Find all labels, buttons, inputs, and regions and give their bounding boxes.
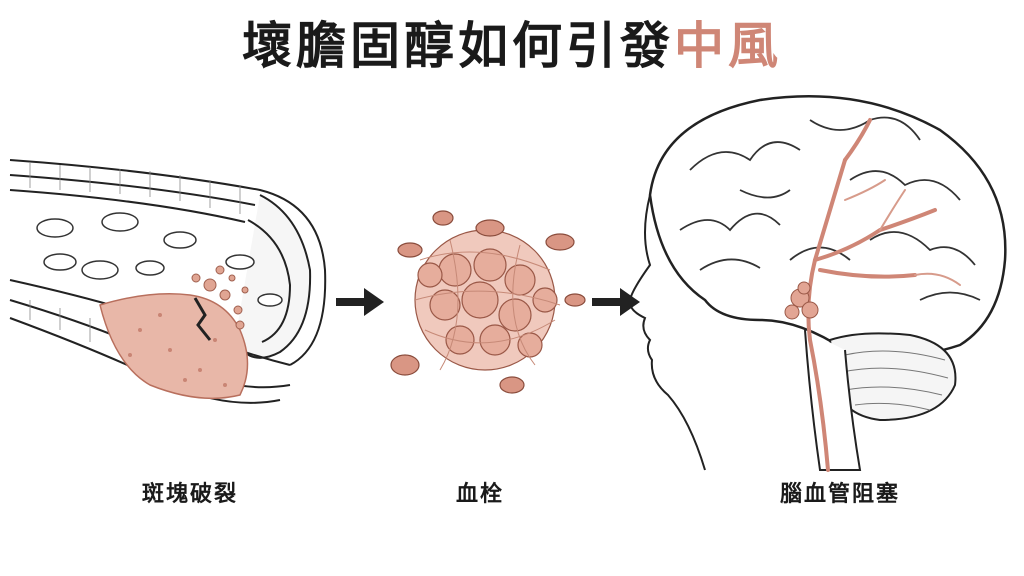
step-label-plaque-rupture: 斑塊破裂 [70, 476, 310, 508]
step-label-blood-clot: 血栓 [400, 476, 560, 508]
step-label-brain-vessel-blockage: 腦血管阻塞 [720, 476, 960, 508]
